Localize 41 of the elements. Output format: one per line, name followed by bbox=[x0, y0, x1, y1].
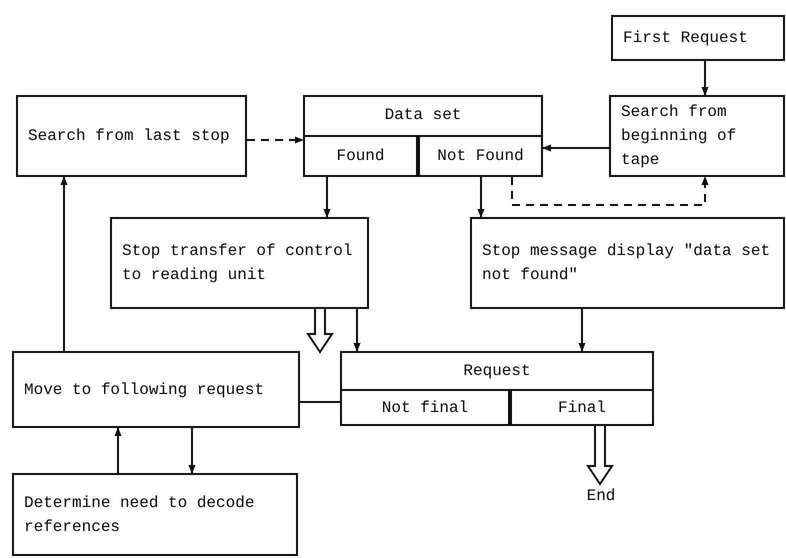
node-text: Determine need to decode references bbox=[24, 492, 256, 538]
process-box bbox=[12, 351, 300, 428]
decision-box bbox=[303, 95, 543, 177]
arrow bbox=[247, 136, 304, 144]
process-box bbox=[611, 15, 785, 61]
node-text: End bbox=[586, 486, 616, 507]
node-text: Not Found bbox=[437, 146, 524, 167]
node-text: Search from beginning of tape bbox=[621, 102, 738, 171]
arrow bbox=[353, 309, 361, 352]
node-text: Found bbox=[336, 146, 384, 167]
arrow bbox=[578, 309, 586, 352]
arrow bbox=[477, 177, 485, 218]
arrow bbox=[60, 176, 68, 351]
node-text: Data set bbox=[384, 105, 462, 126]
node-text: First Request bbox=[623, 28, 749, 49]
arrow bbox=[188, 428, 196, 474]
hollow-arrow bbox=[306, 308, 334, 354]
arrow bbox=[323, 177, 331, 218]
hollow-arrow bbox=[586, 425, 614, 486]
process-box bbox=[110, 217, 369, 309]
decision-box bbox=[340, 351, 654, 426]
node-text: Search from last stop bbox=[28, 126, 231, 147]
process-box bbox=[609, 95, 785, 177]
outcome-cell bbox=[418, 135, 543, 177]
arrow bbox=[701, 61, 709, 96]
process-box bbox=[16, 95, 247, 177]
node-text: Request bbox=[462, 361, 532, 382]
arrow bbox=[511, 176, 709, 206]
process-box bbox=[470, 217, 785, 309]
connector-line bbox=[300, 401, 340, 403]
outcome-cell bbox=[303, 135, 418, 177]
outcome-cell bbox=[510, 389, 654, 426]
process-box bbox=[12, 473, 298, 556]
arrow bbox=[542, 144, 609, 152]
outcome-cell bbox=[340, 389, 510, 426]
node-text: Move to following request bbox=[24, 380, 266, 400]
node-text: Not final bbox=[382, 398, 468, 418]
node-text: Final bbox=[558, 398, 606, 418]
arrow bbox=[114, 427, 122, 473]
node-text: Stop message display "data set not found" bbox=[482, 241, 772, 286]
node-text: Stop transfer of control to reading unit bbox=[122, 241, 354, 286]
